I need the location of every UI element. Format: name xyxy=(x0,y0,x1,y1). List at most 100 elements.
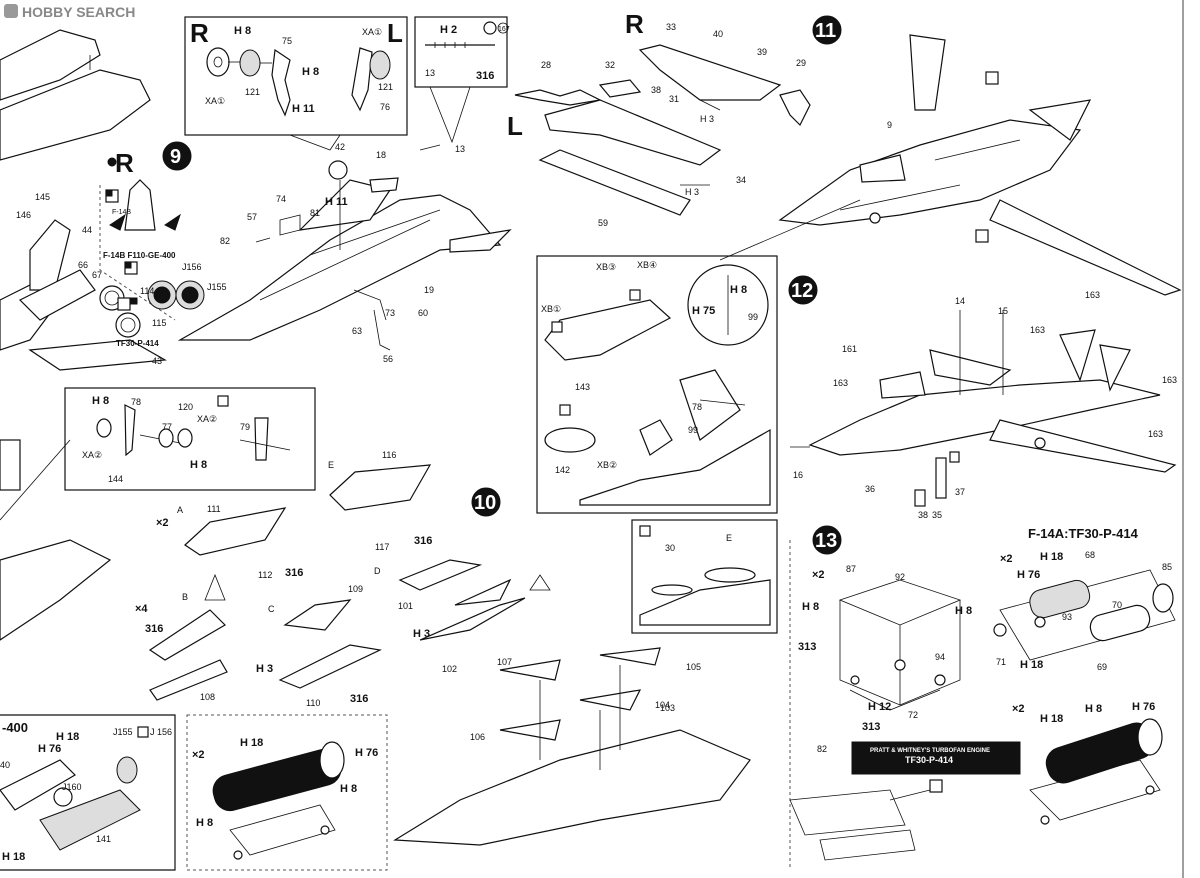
canopy-label-h8: H 8 xyxy=(730,284,747,296)
plaque-line1: PRATT & WHITNEY'S TURBOFAN ENGINE xyxy=(870,748,990,754)
canopy-part-99-a: 99 xyxy=(748,312,758,322)
tf30-h18-c: H 18 xyxy=(1040,713,1063,725)
f110-label: F-14B F110-GE-400 xyxy=(103,251,176,260)
wing-part-29: 29 xyxy=(796,58,806,68)
step12-part-14: 14 xyxy=(955,296,965,306)
wing-part-34: 34 xyxy=(736,175,746,185)
part-66: 66 xyxy=(78,260,88,270)
step12-part-163-d: 163 xyxy=(1148,429,1163,439)
part-104: 104 xyxy=(655,700,670,710)
part-74: 74 xyxy=(276,194,286,204)
part-101: 101 xyxy=(398,601,413,611)
step13-part-94: 94 xyxy=(935,652,945,662)
part-316-c: 316 xyxy=(145,623,163,635)
store-label-c: C xyxy=(268,604,275,614)
part-110: 110 xyxy=(306,698,320,708)
tf30-engine-lower xyxy=(1029,718,1163,825)
gear-label-xa2-b: XA② xyxy=(197,414,217,424)
f110-h76: H 76 xyxy=(38,743,61,755)
step13-x2: ×2 xyxy=(812,569,825,581)
canopy-part-99-b: 99 xyxy=(688,425,698,435)
f110-box xyxy=(0,714,176,871)
dotted-engine-box xyxy=(186,714,388,871)
f110-part-40: 40 xyxy=(0,760,10,770)
j155-label: J155 xyxy=(207,282,227,292)
part-145: 145 xyxy=(35,192,50,202)
step-9-marker: 9 xyxy=(162,141,192,171)
store-label-b: B xyxy=(182,592,188,602)
tf30-part-93: 93 xyxy=(1062,612,1072,622)
step12-part-38: 38 xyxy=(918,510,928,520)
part-111: 111 xyxy=(207,504,221,514)
store-x4: ×4 xyxy=(135,603,148,615)
tf30-part-85: 85 xyxy=(1162,562,1172,572)
plaque-part-82: 82 xyxy=(817,744,827,754)
step-11-number: 11 xyxy=(815,20,836,42)
dotted-h76: H 76 xyxy=(355,747,378,759)
part-109: 109 xyxy=(348,584,363,594)
f110-h18-b: H 18 xyxy=(2,851,25,863)
inset-part-30: 30 xyxy=(665,543,675,553)
tf30-h76-b: H 76 xyxy=(1132,701,1155,713)
step-12-number: 12 xyxy=(791,280,813,302)
label-xb1: XB① xyxy=(541,304,561,314)
step12-part-163-b: 163 xyxy=(1030,325,1045,335)
j156-label: J156 xyxy=(182,262,202,272)
step12-part-163-e: 163 xyxy=(833,378,848,388)
label-h3-b: H 3 xyxy=(413,628,430,640)
tf30-x2-a: ×2 xyxy=(1000,553,1013,565)
canopy-box xyxy=(536,255,778,514)
step-13-marker: 13 xyxy=(812,525,842,555)
step12-part-15: 15 xyxy=(998,306,1008,316)
step-10-marker: 10 xyxy=(471,487,501,517)
part-316-b: 316 xyxy=(414,535,432,547)
tf30-part-71: 71 xyxy=(996,657,1006,667)
part-108: 108 xyxy=(200,692,215,702)
part-43: 43 xyxy=(152,356,162,366)
store-label-a: A xyxy=(177,505,183,515)
tf30-part-68: 68 xyxy=(1085,550,1095,560)
part-75: 75 xyxy=(282,36,292,46)
f110-part-141: 141 xyxy=(96,834,111,844)
inset-label-e: E xyxy=(726,533,732,543)
label-xb2: XB② xyxy=(597,460,617,470)
part-116: 116 xyxy=(382,450,396,460)
tf30-part-69: 69 xyxy=(1097,662,1107,672)
wing-label-h3-a: H 3 xyxy=(700,114,714,124)
wing-part-39: 39 xyxy=(757,47,767,57)
f110-box-title: -400 xyxy=(2,720,28,735)
step13-h12: H 12 xyxy=(868,701,891,713)
watermark: HOBBY SEARCH xyxy=(4,4,135,20)
canopy-part-143: 143 xyxy=(575,382,590,392)
part-316-d: 316 xyxy=(350,693,368,705)
store-label-e: E xyxy=(328,460,334,470)
step-13-number: 13 xyxy=(815,530,837,552)
part-103: 103 xyxy=(660,703,675,713)
step13-h8-a: H 8 xyxy=(802,601,819,613)
canopy-part-78: 78 xyxy=(692,402,702,412)
part-13: 13 xyxy=(455,144,465,154)
step13-313-a: 313 xyxy=(798,641,816,653)
inset-wheel-box xyxy=(184,16,408,151)
step12-part-35: 35 xyxy=(932,510,942,520)
step12-part-163-c: 163 xyxy=(1162,375,1177,385)
step13-part-92: 92 xyxy=(895,572,905,582)
tf30-h18-a: H 18 xyxy=(1040,551,1063,563)
wing-part-40: 40 xyxy=(713,29,723,39)
step12-part-36: 36 xyxy=(865,484,875,494)
side-label-l: L xyxy=(387,18,403,48)
part-42: 42 xyxy=(335,142,345,152)
dotted-h18: H 18 xyxy=(240,737,263,749)
tf30-x2-b: ×2 xyxy=(1012,703,1025,715)
gear-part-78: 78 xyxy=(131,397,141,407)
step-10-stores xyxy=(148,464,751,846)
part-63: 63 xyxy=(352,326,362,336)
step13-part-72: 72 xyxy=(908,710,918,720)
engine-plaque xyxy=(789,741,1021,861)
gear-part-77: 77 xyxy=(162,422,172,432)
label-xa1-b: XA① xyxy=(362,27,382,37)
step13-h8-b: H 8 xyxy=(955,605,972,617)
side-label-l-wing: L xyxy=(507,111,523,141)
store-label-d: D xyxy=(374,566,381,576)
